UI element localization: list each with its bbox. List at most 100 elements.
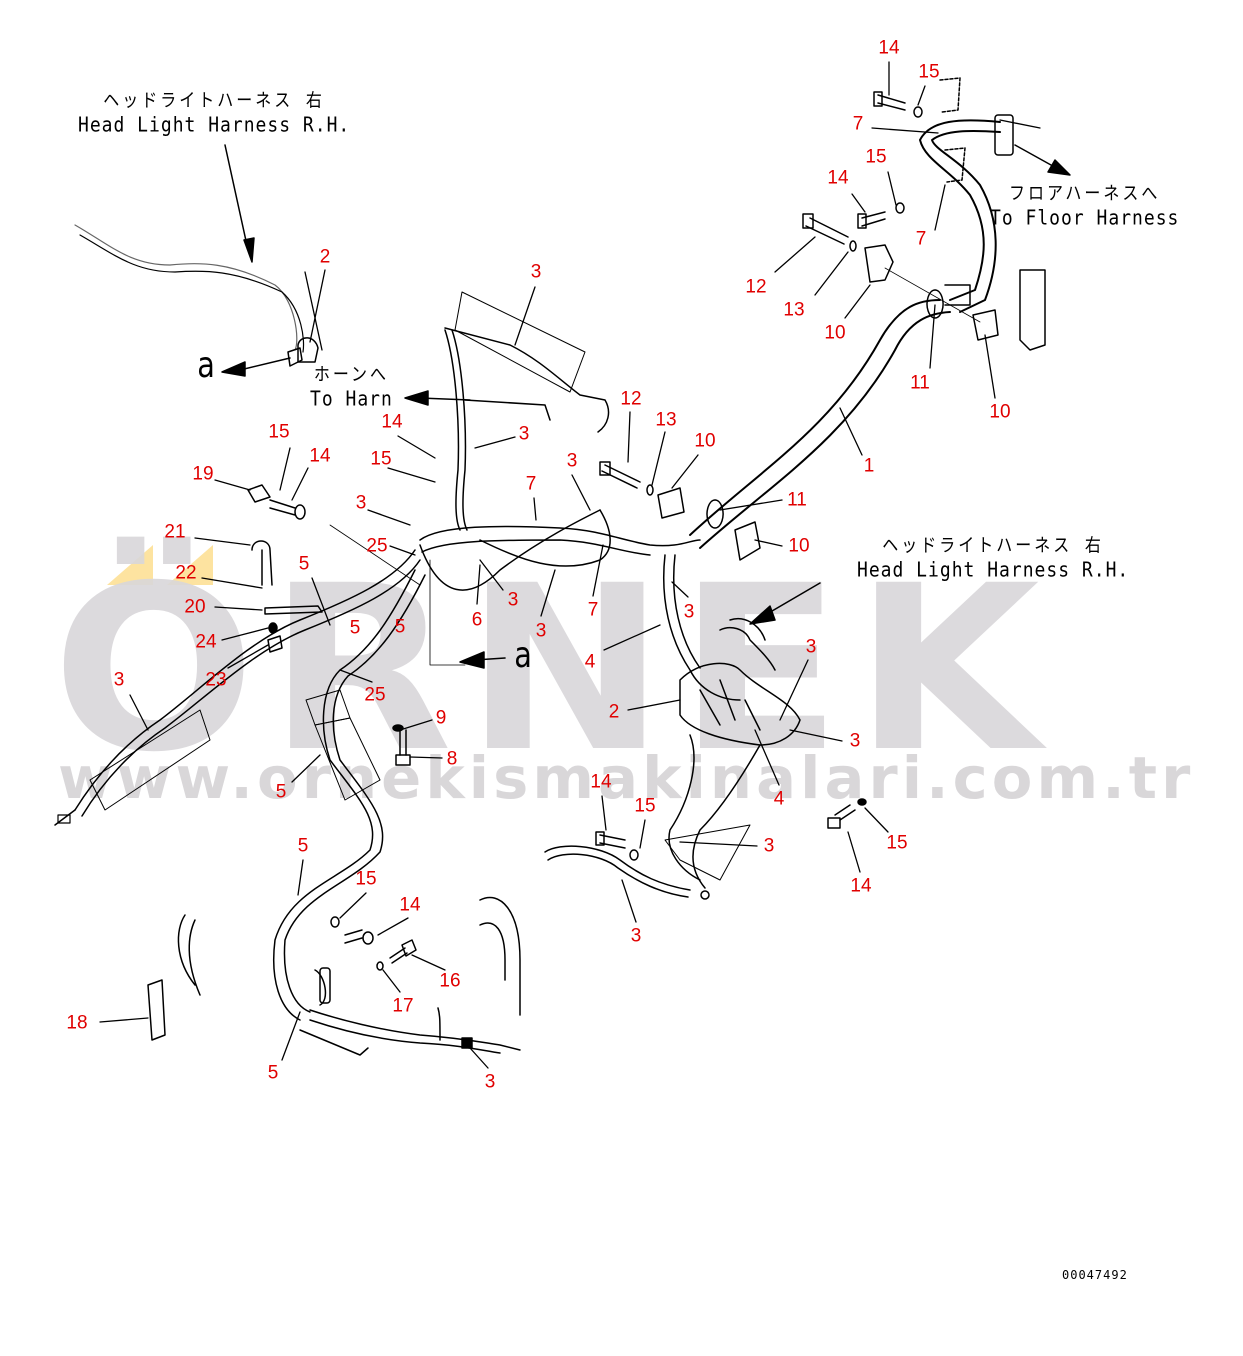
washer-icon <box>895 202 905 214</box>
callout-part-15: 15 <box>886 832 908 854</box>
washer-icon <box>857 798 867 806</box>
callout-part-18: 18 <box>66 1012 88 1034</box>
clamp-10-icon <box>972 309 999 341</box>
callout-part-12: 12 <box>745 276 767 298</box>
arrows <box>221 144 1071 669</box>
callout-part-15: 15 <box>268 421 290 443</box>
callout-part-5: 5 <box>297 835 309 857</box>
callout-part-3: 3 <box>630 925 642 947</box>
bottom-harness <box>147 896 521 1056</box>
nut-23-icon <box>267 635 283 653</box>
callout-part-5: 5 <box>394 616 406 638</box>
callout-part-17: 17 <box>392 995 414 1017</box>
headlight-harness-left <box>74 224 305 353</box>
callout-part-4: 4 <box>584 651 596 673</box>
caption-jp: ホーンへ <box>313 363 390 385</box>
callout-part-3: 3 <box>683 601 695 623</box>
callout-part-6: 6 <box>471 609 483 631</box>
bracket-icon <box>939 77 961 113</box>
callout-part-14: 14 <box>590 771 612 793</box>
callout-part-3: 3 <box>484 1071 496 1093</box>
callout-part-7: 7 <box>525 473 537 495</box>
bracket-18-icon <box>147 979 166 1041</box>
callout-part-11: 11 <box>787 489 807 511</box>
callout-part-16: 16 <box>439 970 461 992</box>
washer-icon <box>330 916 340 928</box>
callout-part-1: 1 <box>863 455 875 477</box>
callout-part-8: 8 <box>446 748 458 770</box>
central-harness <box>74 509 741 1021</box>
bolts-lower-right <box>247 484 867 861</box>
u-bolt-21-icon <box>251 540 273 586</box>
callout-part-5: 5 <box>349 617 361 639</box>
caption-to-horn: ホーンへ To Harn <box>310 362 393 413</box>
callout-part-13: 13 <box>783 299 805 321</box>
bracket-icon <box>1019 269 1046 351</box>
callout-part-15: 15 <box>370 448 392 470</box>
reference-letter-a-center: a <box>514 635 532 676</box>
callout-part-15: 15 <box>865 146 887 168</box>
watermark-brand: ÖRNEK <box>52 536 1053 802</box>
callout-part-2: 2 <box>319 246 331 268</box>
headlight-harness-right <box>668 618 801 889</box>
connector-icon <box>57 814 71 824</box>
reference-letter-a-left: a <box>197 345 215 386</box>
callout-part-5: 5 <box>298 553 310 575</box>
callout-part-7: 7 <box>587 599 599 621</box>
callout-part-5: 5 <box>267 1062 279 1084</box>
callout-part-21: 21 <box>164 521 186 543</box>
callout-part-14: 14 <box>309 445 331 467</box>
callout-part-20: 20 <box>184 596 206 618</box>
callout-part-10: 10 <box>989 401 1011 423</box>
watermark-accent-triangle <box>167 545 213 585</box>
watermark-accent-triangle <box>107 545 153 585</box>
watermark-url: www.ornekismakinalari.com.tr <box>58 744 1195 812</box>
callout-part-9: 9 <box>435 707 447 729</box>
horn-harness <box>444 291 610 531</box>
callout-part-3: 3 <box>805 636 817 658</box>
bolts-top <box>599 91 923 496</box>
callout-part-25: 25 <box>364 684 386 706</box>
callout-part-10: 10 <box>788 535 810 557</box>
callout-part-14: 14 <box>399 894 421 916</box>
washer-icon <box>646 484 654 496</box>
caption-en: To Floor Harness <box>990 206 1180 231</box>
callout-part-15: 15 <box>918 61 940 83</box>
caption-en: Head Light Harness R.H. <box>78 113 351 138</box>
callout-part-15: 15 <box>355 868 377 890</box>
washer-icon <box>376 961 384 971</box>
callout-part-3: 3 <box>763 835 775 857</box>
clamp-shapes <box>657 77 1046 561</box>
callout-part-7: 7 <box>852 113 864 135</box>
bracket-icon <box>944 147 966 183</box>
callout-part-10: 10 <box>694 430 716 452</box>
callout-part-3: 3 <box>535 620 547 642</box>
nut-icon <box>700 890 710 900</box>
washer-icon <box>849 240 857 252</box>
caption-jp: ヘッドライトハーネス 右 <box>103 89 325 111</box>
callout-part-3: 3 <box>113 669 125 691</box>
callout-part-7: 7 <box>915 228 927 250</box>
callout-part-3: 3 <box>530 261 542 283</box>
plate-19-icon <box>247 484 271 503</box>
callout-part-3: 3 <box>849 730 861 752</box>
washer-icon <box>629 849 639 861</box>
caption-en: To Harn <box>310 387 393 412</box>
clamp-3-icon <box>461 1037 473 1049</box>
floor-connector-icon <box>994 114 1014 156</box>
leader-lines <box>627 61 1041 547</box>
callout-part-14: 14 <box>381 411 403 433</box>
callout-part-10: 10 <box>824 322 846 344</box>
bar-20-icon <box>264 605 323 615</box>
callout-part-3: 3 <box>518 423 530 445</box>
washer-24-icon <box>268 622 278 634</box>
caption-jp: フロアハーネスへ <box>1009 182 1161 204</box>
caption-jp: ヘッドライトハーネス 右 <box>882 534 1104 556</box>
clamp-10-icon <box>864 244 894 283</box>
callout-part-5: 5 <box>275 781 287 803</box>
callout-part-19: 19 <box>192 463 214 485</box>
callout-part-3: 3 <box>355 492 367 514</box>
caption-to-floor-harness: フロアハーネスへ To Floor Harness <box>990 181 1179 232</box>
callout-part-2: 2 <box>608 701 620 723</box>
